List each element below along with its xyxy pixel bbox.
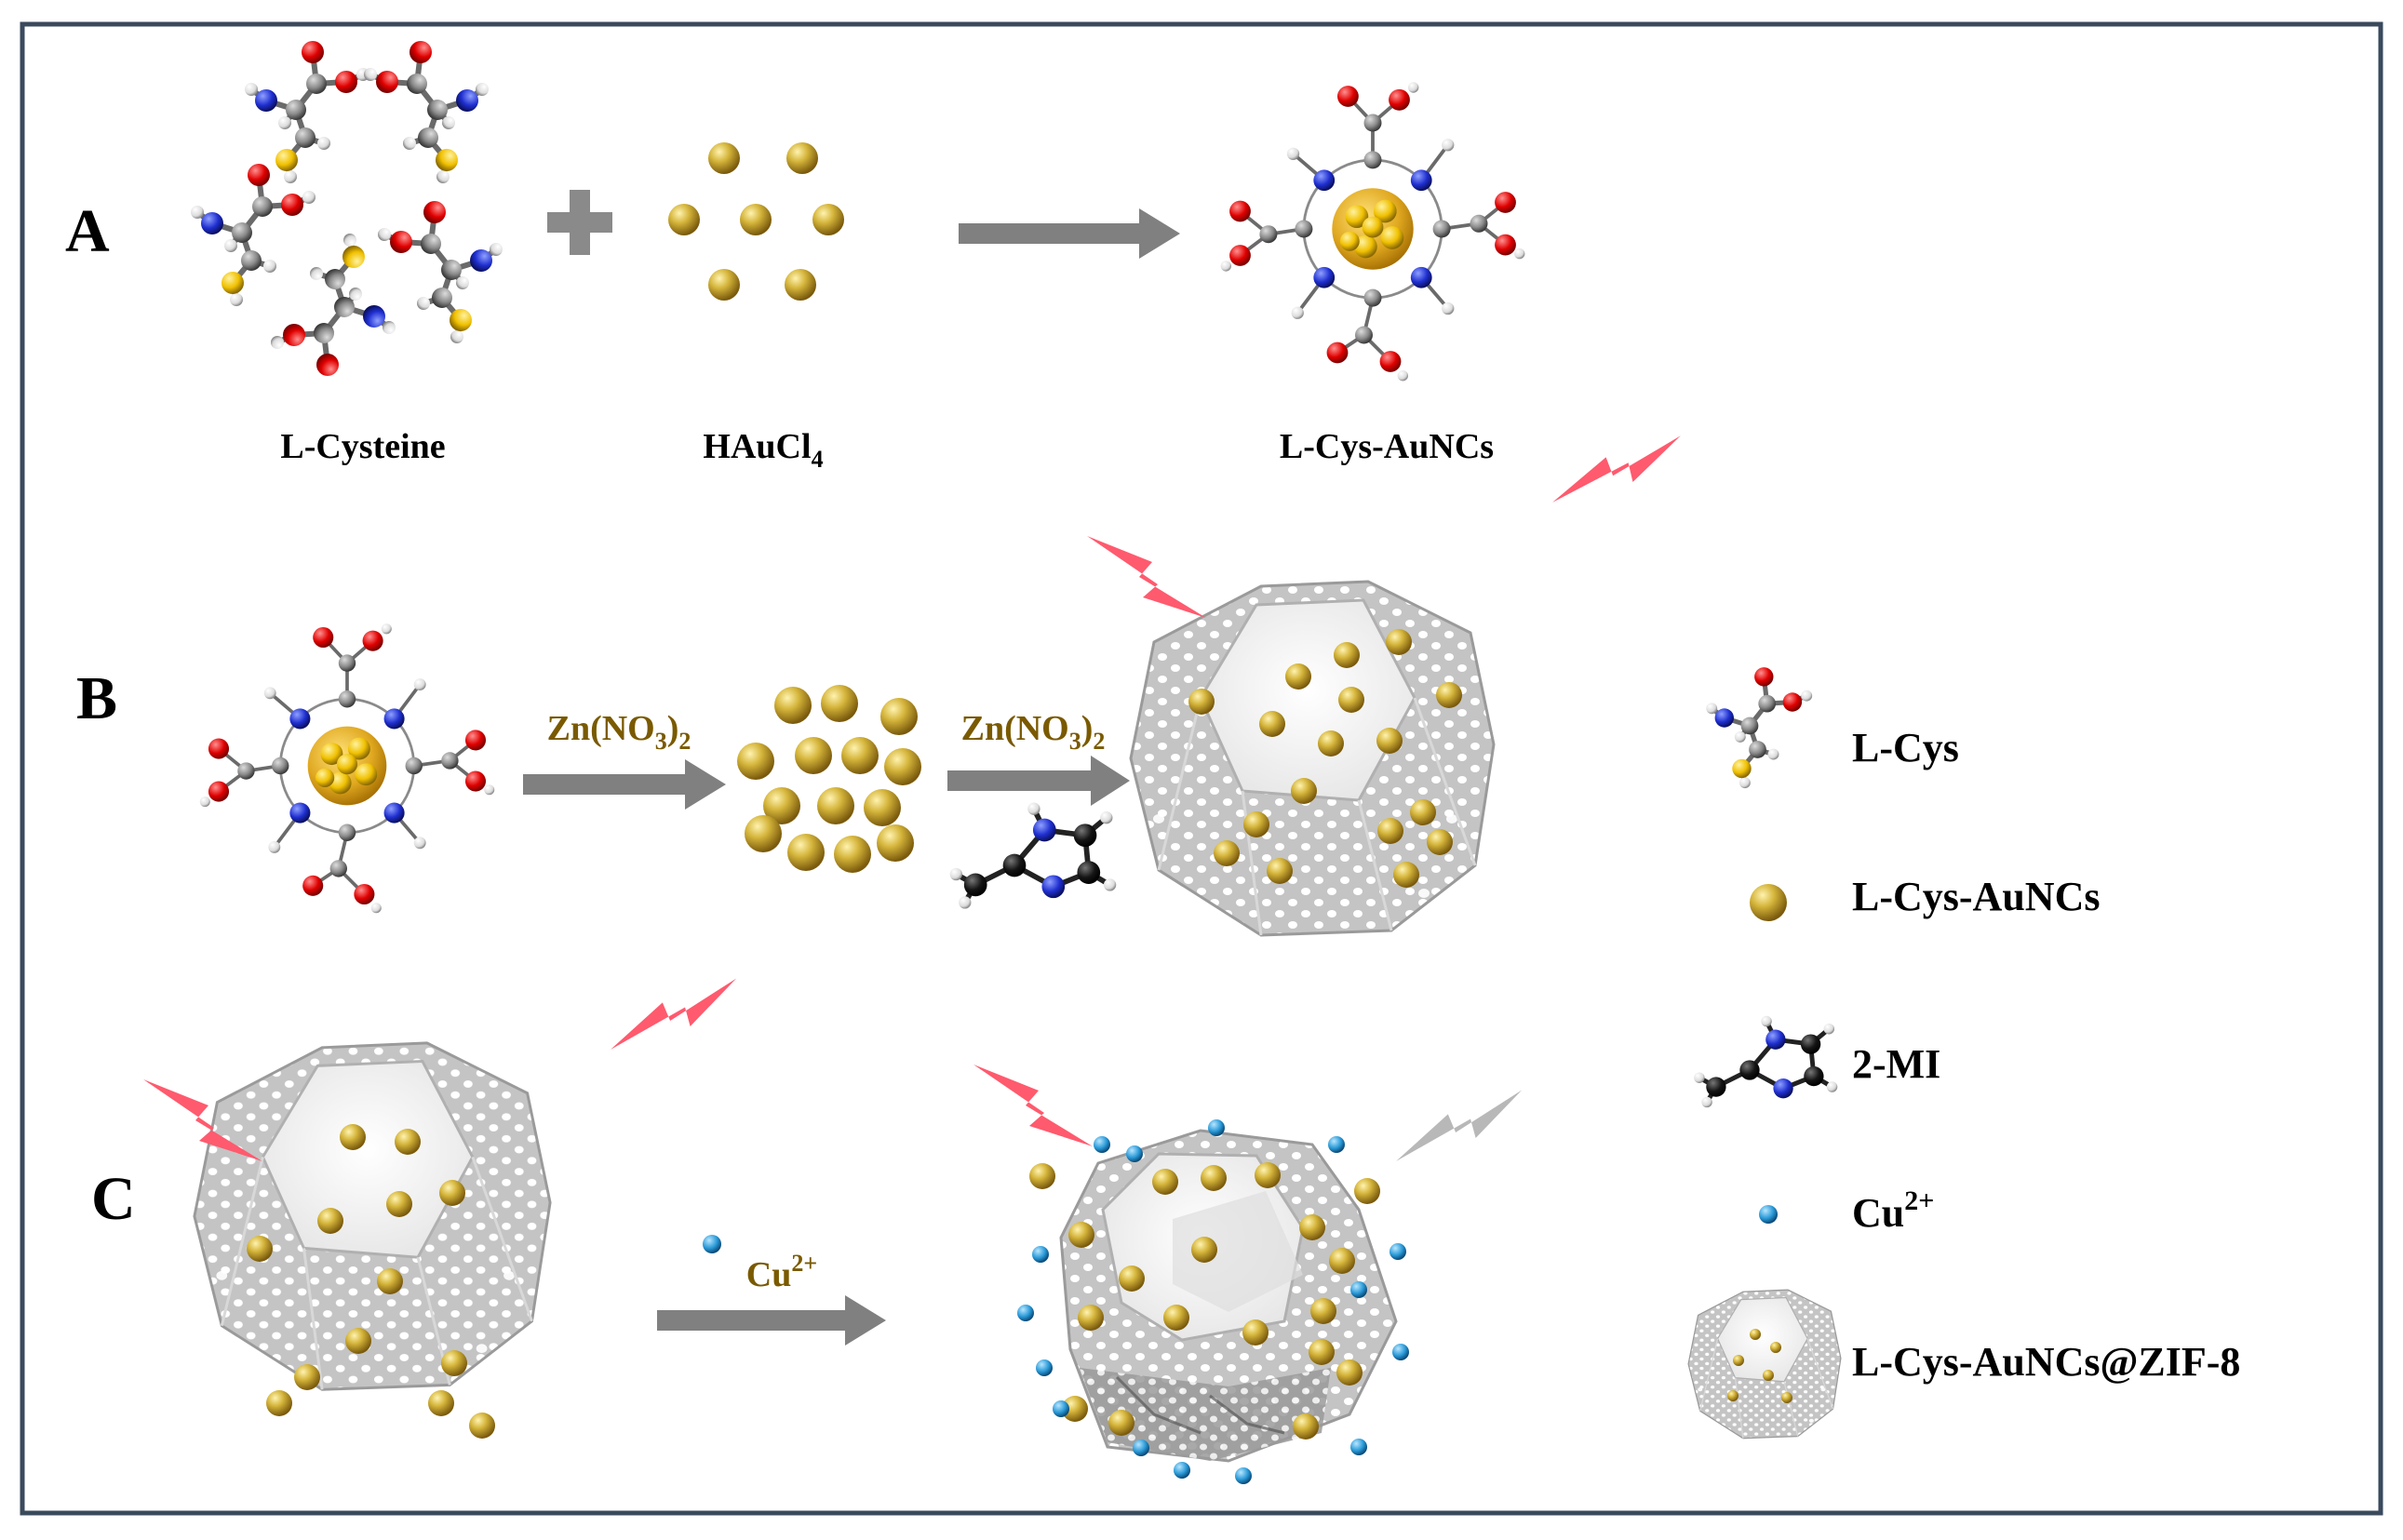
legend-label-cu: Cu2+ [1852,1185,1934,1236]
legend-label-l-cys: L-Cys [1852,725,1959,770]
gold-sphere-icon [1750,884,1787,921]
l-cysteine-label: L-Cysteine [280,427,445,466]
panel-letter-a: A [65,197,110,265]
zif8-cage-b [1129,580,1496,937]
arrow-b2-icon [947,756,1130,806]
haucl4-label: HAuCl4 [703,427,823,473]
panel-letter-c: C [91,1165,136,1233]
arrow-c-icon [657,1295,886,1346]
copper-ion-icon [1759,1205,1778,1224]
zn-nitrate-label-1: Zn(NO3)2 [547,709,691,755]
l-cys-auncs-label: L-Cys-AuNCs [1280,427,1494,466]
arrow-a-icon [959,208,1180,259]
legend-label-2-mi: 2-MI [1852,1041,1940,1087]
copper-ions-cloud [1017,1119,1409,1484]
zif8-cage-c-collapsed [1029,1129,1398,1463]
legend-label-zif8: L-Cys-AuNCs@ZIF-8 [1852,1339,2240,1385]
gold-precursor-spheres [668,142,844,301]
zn-nitrate-label-2: Zn(NO3)2 [961,709,1106,755]
arrow-b1-icon [523,759,726,810]
zif8-cage-c-intact [193,1041,552,1439]
aggregated-auncs [737,685,921,873]
zif8-cage-icon [1687,1289,1842,1440]
panel-letter-b: B [76,664,117,732]
legend-label-l-cys-auncs: L-Cys-AuNCs [1852,874,2100,919]
encapsulated-auncs-b [1188,629,1462,888]
copper-ion-label: Cu2+ [746,1250,817,1294]
plus-sign-icon [547,190,612,255]
copper-ion-icon [703,1235,721,1253]
legend: L-Cys L-Cys-AuNCs 2-MI Cu2+ L-Cys-AuNCs@… [1687,667,2240,1440]
